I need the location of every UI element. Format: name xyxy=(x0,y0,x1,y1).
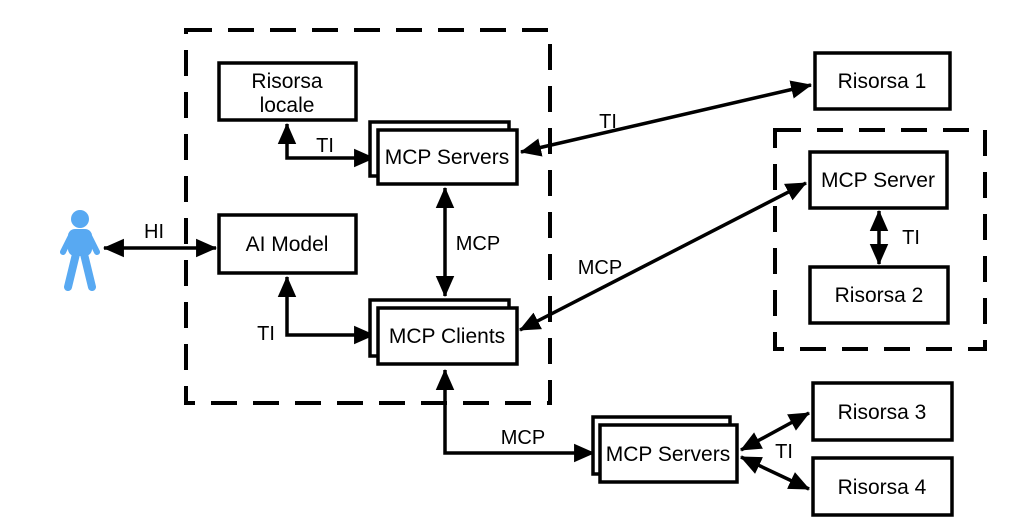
person-right-leg xyxy=(80,250,96,291)
ti-clients-label: TI xyxy=(257,323,275,345)
risorsa-3-box xyxy=(811,381,954,442)
ti-locale-arrow xyxy=(277,122,376,168)
risorsa-locale-node: Risorsa locale xyxy=(217,61,358,122)
person-left-leg xyxy=(64,250,80,291)
risorsa-1-node: Risorsa 1 xyxy=(813,51,952,111)
mcp-clients-label: MCP Clients xyxy=(389,325,505,348)
ti-risorsa3-arrow xyxy=(740,411,810,452)
mcp-remote-arrow xyxy=(519,181,807,332)
mcp-servers-bottom-node: MCP Servers xyxy=(591,415,739,484)
risorsa-2-node: Risorsa 2 xyxy=(808,265,950,325)
risorsa-4-box xyxy=(811,456,954,517)
ti-risorsa34-label: TI xyxy=(775,441,793,463)
mcp-servers-top-node: MCP Servers xyxy=(368,120,519,186)
mcp-server-remote-box xyxy=(808,150,949,210)
mcp-servers-bottom-box xyxy=(598,423,739,484)
risorsa-4-node: Risorsa 4 xyxy=(811,456,954,517)
mcp-clients-box xyxy=(376,306,519,366)
risorsa-locale-box xyxy=(217,61,358,122)
mcp-server-remote-node: MCP Server xyxy=(808,150,949,210)
ti-risorsa2-label: TI xyxy=(902,227,920,249)
remote-host-boundary-box xyxy=(773,128,987,351)
ti-locale-label: TI xyxy=(316,135,334,157)
mcp-remote-label: MCP xyxy=(578,257,622,279)
ti-risorsa4-arrow xyxy=(740,455,810,491)
mcp-clients-node: MCP Clients xyxy=(368,298,519,366)
risorsa-locale-label-line1: Risorsa xyxy=(251,70,323,93)
risorsa-4-label: Risorsa 4 xyxy=(838,476,927,499)
ti-clients-arrow xyxy=(277,275,376,345)
mcp-core-label: MCP xyxy=(456,233,500,255)
risorsa-2-box xyxy=(808,265,950,325)
mcp-server-remote-label: MCP Server xyxy=(821,169,935,192)
risorsa-2-label: Risorsa 2 xyxy=(835,284,924,307)
ti-risorsa1-label: TI xyxy=(599,111,617,133)
risorsa-1-label: Risorsa 1 xyxy=(838,70,927,93)
risorsa-locale-label-line2: locale xyxy=(260,94,315,117)
person-head xyxy=(71,210,89,228)
risorsa-3-node: Risorsa 3 xyxy=(811,381,954,442)
mcp-bottom-label: MCP xyxy=(501,427,545,449)
mcp-servers-top-box xyxy=(376,128,519,186)
ai-model-label: AI Model xyxy=(246,233,329,256)
person-right-arm xyxy=(85,231,100,255)
risorsa-3-label: Risorsa 3 xyxy=(838,401,927,424)
ai-model-box xyxy=(217,213,358,275)
mcp-servers-top-label: MCP Servers xyxy=(385,146,509,169)
mcp-bottom-arrow xyxy=(435,368,596,463)
hi-label: HI xyxy=(144,221,164,243)
mcp-servers-bottom-label: MCP Servers xyxy=(606,443,730,466)
ai-model-node: AI Model xyxy=(217,213,358,275)
person-left-arm xyxy=(60,231,75,255)
ti-risorsa1-arrow xyxy=(519,80,813,157)
person-icon xyxy=(60,210,100,291)
risorsa-1-box xyxy=(813,51,952,111)
